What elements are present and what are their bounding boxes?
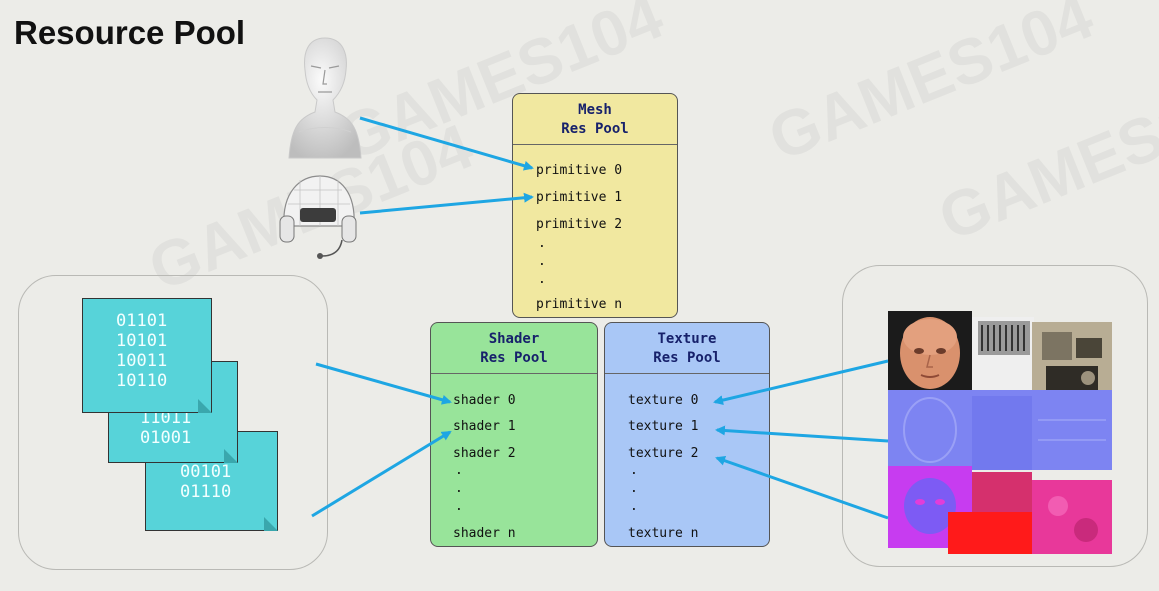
texture-res-pool: Texture Res Pool texture 0 texture 1 tex… xyxy=(604,322,770,547)
doc3-line-0: 00101 xyxy=(180,462,232,482)
texture-ellipsis-dot: . xyxy=(630,463,638,478)
texture-entry-n: texture n xyxy=(628,526,699,541)
mesh-pool-header: Mesh Res Pool xyxy=(513,94,677,145)
shader-entry-1: shader 1 xyxy=(453,419,516,434)
mesh-ellipsis-dot: . xyxy=(538,236,546,251)
human-head-mesh-icon xyxy=(288,37,362,159)
shader-ellipsis-dot: . xyxy=(455,463,463,478)
arrow-helmet-to-primitive-1 xyxy=(359,192,534,215)
texture-pool-header: Texture Res Pool xyxy=(605,323,769,374)
doc2-line-0: 11011 xyxy=(140,408,192,428)
doc3-line-1: 01110 xyxy=(180,482,232,502)
shader-doc-1: 01101 10101 10011 10110 xyxy=(82,298,212,413)
shader-source-frame xyxy=(18,275,328,570)
shader-entry-2: shader 2 xyxy=(453,446,516,461)
shader-entry-n: shader n xyxy=(453,526,516,541)
slide-title: Resource Pool xyxy=(14,14,246,51)
helmet-mesh-icon xyxy=(279,175,357,259)
arrow-doc-to-shader-1 xyxy=(311,430,452,518)
arrow-doc-to-shader-0 xyxy=(315,362,452,405)
doc1-line-0: 01101 xyxy=(116,311,168,331)
face-texture-icon xyxy=(888,311,972,391)
arrow-face-to-texture-0 xyxy=(713,359,889,406)
doc1-line-1: 10101 xyxy=(116,331,168,351)
texture-ellipsis-dot: . xyxy=(630,499,638,514)
mesh-res-pool: Mesh Res Pool primitive 0 primitive 1 pr… xyxy=(512,93,678,318)
mesh-pool-title-2: Res Pool xyxy=(561,121,629,137)
shader-pool-title-2: Res Pool xyxy=(480,350,548,366)
mesh-ellipsis-dot: . xyxy=(538,272,546,287)
helmet-diffuse-texture-icon xyxy=(1032,322,1112,398)
texture-pool-title-2: Res Pool xyxy=(653,350,721,366)
arrow-normal-to-texture-1 xyxy=(715,425,889,443)
doc1-line-3: 10110 xyxy=(116,371,168,391)
texture-ellipsis-dot: . xyxy=(630,481,638,496)
shader-pool-title-1: Shader xyxy=(488,331,540,347)
mesh-entry-2: primitive 2 xyxy=(536,217,623,232)
normal-map-icon xyxy=(888,390,1112,470)
shader-pool-header: Shader Res Pool xyxy=(431,323,597,374)
mesh-entry-1: primitive 1 xyxy=(536,190,623,205)
texture-entry-1: texture 1 xyxy=(628,419,699,434)
shader-res-pool: Shader Res Pool shader 0 shader 1 shader… xyxy=(430,322,598,547)
shader-ellipsis-dot: . xyxy=(455,481,463,496)
arrow-noise-to-texture-2 xyxy=(715,455,889,520)
texture-entry-2: texture 2 xyxy=(628,446,699,461)
texture-pool-title-1: Texture xyxy=(657,331,717,347)
mesh-ellipsis-dot: . xyxy=(538,254,546,269)
mesh-pool-title-1: Mesh xyxy=(578,102,612,118)
texture-source-frame xyxy=(842,265,1148,567)
hair-texture-icon xyxy=(972,317,1034,397)
shader-entry-0: shader 0 xyxy=(453,393,516,408)
doc1-line-2: 10011 xyxy=(116,351,168,371)
doc2-line-1: 01001 xyxy=(140,428,192,448)
texture-entry-0: texture 0 xyxy=(628,393,699,408)
mesh-entry-n: primitive n xyxy=(536,297,623,312)
mesh-entry-0: primitive 0 xyxy=(536,163,623,178)
shader-ellipsis-dot: . xyxy=(455,499,463,514)
arrow-head-to-primitive-0 xyxy=(359,116,534,171)
noise-texture-icon xyxy=(888,466,1112,554)
